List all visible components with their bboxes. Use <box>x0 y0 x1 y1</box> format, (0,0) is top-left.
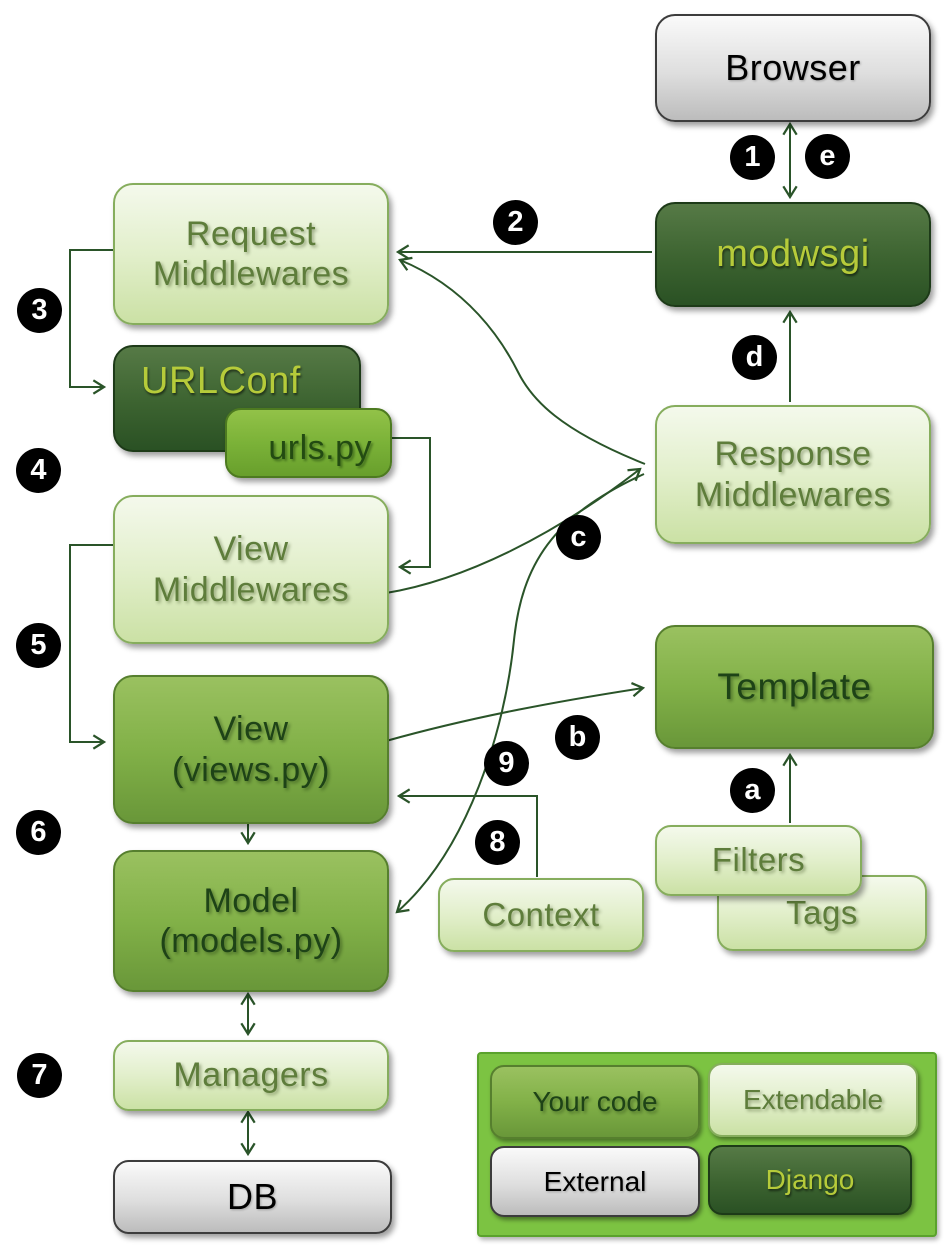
badge-1: 1 <box>730 135 775 180</box>
node-filters-label: Filters <box>711 841 806 879</box>
node-view-middlewares: View Middlewares <box>113 495 389 644</box>
node-model-line1: Model <box>203 881 299 920</box>
node-db-label: DB <box>226 1175 278 1217</box>
badge-d: d <box>732 335 777 380</box>
badge-4: 4 <box>16 448 61 493</box>
badge-b-label: b <box>568 721 587 753</box>
badge-8: 8 <box>475 820 520 865</box>
node-filters: Filters <box>655 825 862 896</box>
legend-external-label: External <box>543 1165 647 1197</box>
node-template: Template <box>655 625 934 749</box>
node-urlconf-label: URLConf <box>141 360 301 402</box>
node-view-middlewares-line2: Middlewares <box>152 570 350 609</box>
badge-c: c <box>556 515 601 560</box>
node-managers-label: Managers <box>173 1056 329 1095</box>
badge-5-label: 5 <box>30 629 47 661</box>
node-model: Model (models.py) <box>113 850 389 992</box>
badge-7-label: 7 <box>31 1059 48 1091</box>
node-response-middlewares: Response Middlewares <box>655 405 931 544</box>
node-response-middlewares-line2: Middlewares <box>694 475 892 514</box>
badge-2: 2 <box>493 200 538 245</box>
badge-9-label: 9 <box>498 747 515 779</box>
badge-a: a <box>730 768 775 813</box>
node-model-line2: (models.py) <box>159 922 343 960</box>
node-context: Context <box>438 878 644 952</box>
node-urls-py-label: urls.py <box>268 428 372 467</box>
node-db: DB <box>113 1160 392 1234</box>
badge-c-label: c <box>570 521 587 553</box>
node-request-middlewares-line2: Middlewares <box>152 255 350 293</box>
legend-django-label: Django <box>765 1164 855 1195</box>
elbow-viewmw-view <box>69 544 113 750</box>
badge-b: b <box>555 715 600 760</box>
legend-django: Django <box>708 1145 912 1215</box>
node-urls-py: urls.py <box>225 408 392 478</box>
node-modwsgi: modwsgi <box>655 202 931 307</box>
legend-extendable-label: Extendable <box>742 1084 884 1115</box>
badge-d-label: d <box>745 341 764 373</box>
badge-9: 9 <box>484 741 529 786</box>
curve-response-requestmw <box>398 256 646 465</box>
node-request-middlewares-line1: Request <box>185 214 317 253</box>
badge-2-label: 2 <box>507 206 524 238</box>
node-browser-label: Browser <box>725 46 861 88</box>
badge-1-label: 1 <box>744 141 761 173</box>
node-template-label: Template <box>717 666 872 708</box>
badge-6: 6 <box>16 810 61 855</box>
curve-view-template <box>385 681 646 742</box>
elbow-urlspy-viewmw <box>387 437 431 575</box>
node-view-line2: (views.py) <box>171 750 331 789</box>
node-tags-label: Tags <box>786 893 858 931</box>
badge-a-label: a <box>744 774 761 806</box>
node-managers: Managers <box>113 1040 389 1111</box>
badge-8-label: 8 <box>489 826 506 858</box>
badge-4-label: 4 <box>30 454 47 486</box>
badge-3: 3 <box>17 288 62 333</box>
elbow-context-view <box>396 788 538 877</box>
badge-7: 7 <box>17 1053 62 1098</box>
legend-extendable: Extendable <box>708 1063 918 1137</box>
legend-your-code: Your code <box>490 1065 700 1139</box>
node-view-line1: View <box>213 710 289 749</box>
node-request-middlewares: Request Middlewares <box>113 183 389 325</box>
legend-your-code-label: Your code <box>532 1086 658 1117</box>
badge-6-label: 6 <box>30 816 47 848</box>
node-modwsgi-label: modwsgi <box>716 233 870 276</box>
node-response-middlewares-line1: Response <box>714 435 872 474</box>
badge-5: 5 <box>16 623 61 668</box>
curve-viewmw-responsemw <box>385 467 642 594</box>
node-context-label: Context <box>482 895 600 933</box>
badge-e: e <box>805 134 850 179</box>
node-view: View (views.py) <box>113 675 389 824</box>
badge-3-label: 3 <box>31 294 48 326</box>
elbow-requestmw-urlconf <box>69 249 113 395</box>
node-browser: Browser <box>655 14 931 122</box>
node-view-middlewares-line1: View <box>213 530 289 569</box>
badge-e-label: e <box>819 140 836 172</box>
legend-external: External <box>490 1146 700 1217</box>
